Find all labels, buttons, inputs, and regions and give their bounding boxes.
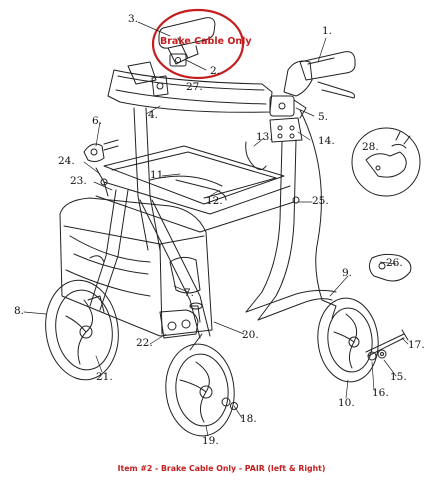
brake-housing (269, 95, 307, 119)
part-label-18: 18. (240, 413, 257, 425)
part-26-brake-pad (368, 253, 412, 282)
part-6-bolt-set (83, 139, 119, 163)
part-label-9: 9. (342, 267, 353, 279)
item-caption: Item #2 - Brake Cable Only - PAIR (left … (117, 464, 326, 473)
part-label-6: 6. (92, 115, 103, 127)
part-label-7: 7. (184, 287, 195, 299)
right-brake-cable (299, 109, 323, 301)
part-label-19: 19. (202, 435, 219, 447)
right-handle-grip (283, 51, 356, 99)
part-label-12: 12. (206, 195, 223, 207)
part-label-3: 3. (128, 13, 139, 25)
part-label-28: 28. (362, 141, 379, 153)
front-left-wheel (45, 279, 119, 381)
part-label-15: 15. (390, 371, 407, 383)
part-label-17: 17. (408, 339, 425, 351)
front-right-wheel (165, 333, 238, 437)
seat-frame (95, 167, 300, 233)
brake-cable-callout-circle (151, 8, 245, 80)
part-label-22: 22. (136, 337, 153, 349)
brake-cable-callout-text: Brake Cable Only (160, 36, 252, 47)
seat-panel (103, 145, 285, 205)
leader-lines (23, 21, 409, 437)
part-label-21: 21. (96, 371, 113, 383)
part-label-23: 23. (70, 175, 87, 187)
part-label-13: 13. (256, 131, 273, 143)
left-frame-tubes (89, 107, 211, 339)
left-handle-grip (158, 17, 216, 67)
part-label-24: 24. (58, 155, 75, 167)
rear-right-wheel (317, 297, 379, 383)
part-label-4: 4. (148, 109, 159, 121)
rear-axle-hardware (365, 329, 409, 361)
height-clamp (269, 117, 303, 143)
part-label-2: 2. (210, 65, 221, 77)
part-label-11: 11. (150, 169, 167, 181)
part-label-14: 14. (318, 135, 335, 147)
storage-bag (59, 197, 213, 337)
right-frame-tube (245, 139, 337, 321)
part-28-inset (351, 127, 421, 197)
front-fork-bracket (159, 302, 203, 339)
part-label-20: 20. (242, 329, 259, 341)
part-label-16: 16. (372, 387, 389, 399)
part-label-1: 1. (322, 25, 333, 37)
part-label-10: 10. (338, 397, 355, 409)
part-label-25: 25. (312, 195, 329, 207)
part-label-26: 26. (386, 257, 403, 269)
part-label-27: 27. (186, 81, 203, 93)
part-label-5: 5. (318, 111, 329, 123)
part-label-8: 8. (14, 305, 25, 317)
